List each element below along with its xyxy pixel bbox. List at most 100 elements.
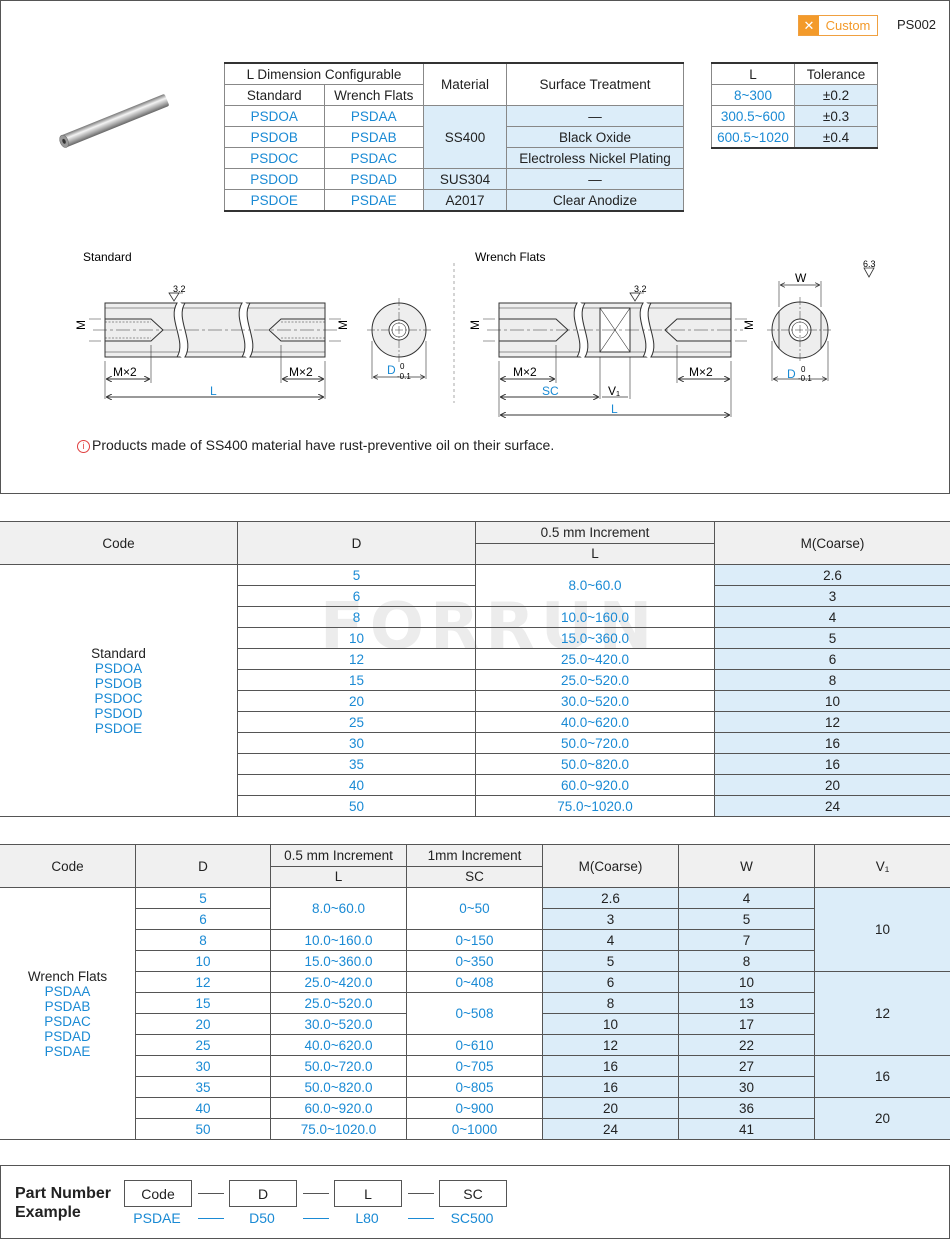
d-cell[interactable]: 8 — [135, 929, 271, 951]
l-cell[interactable]: 60.0~920.0 — [475, 774, 715, 796]
l-cell[interactable]: 50.0~720.0 — [270, 1055, 407, 1077]
table-row: 15 25.0~520.0 0~508 8 13 — [0, 992, 950, 1035]
code-group-label: Standard — [91, 645, 146, 661]
l-cell[interactable]: 25.0~420.0 — [475, 648, 715, 670]
v1-dim-label: V₁ — [608, 384, 620, 398]
sc-cell[interactable]: 0~508 — [406, 992, 543, 1035]
m-label: M — [468, 320, 482, 330]
table-row: 10 15.0~360.0 0~350 5 8 — [0, 950, 950, 972]
series-code-cell[interactable]: PSDAE — [323, 189, 424, 212]
d-cell[interactable]: 20 — [237, 690, 476, 712]
l-cell[interactable]: 60.0~920.0 — [270, 1097, 407, 1119]
d-cell[interactable]: 25 — [237, 711, 476, 733]
table-row: 8~300 ±0.2 — [711, 84, 878, 106]
l-cell[interactable]: 8.0~60.0 — [475, 564, 715, 607]
code-link[interactable]: PSDAD — [44, 1028, 91, 1044]
m-label: M — [742, 320, 756, 330]
series-code-cell[interactable]: PSDAD — [323, 168, 424, 190]
sc-cell[interactable]: 0~408 — [406, 971, 543, 993]
d-cell[interactable]: 6 — [237, 585, 476, 607]
roughness-label: 3.2 — [173, 284, 186, 294]
sc-cell[interactable]: 0~805 — [406, 1076, 543, 1098]
table-row: 300.5~600 ±0.3 — [711, 105, 878, 127]
l-cell[interactable]: 25.0~520.0 — [270, 992, 407, 1014]
material-cell: A2017 — [423, 189, 507, 212]
d-upper-tol: 0 — [400, 362, 405, 371]
code-link[interactable]: PSDAC — [44, 1013, 91, 1029]
table-row: PSDOA PSDAA SS400 — — [224, 105, 684, 169]
m-cell: 24 — [542, 1118, 679, 1140]
l-cell[interactable]: 40.0~620.0 — [475, 711, 715, 733]
d-cell[interactable]: 10 — [237, 627, 476, 649]
l-cell[interactable]: 25.0~420.0 — [270, 971, 407, 993]
series-code-cell[interactable]: PSDAA — [323, 105, 424, 127]
d-cell[interactable]: 10 — [135, 950, 271, 972]
d-cell[interactable]: 15 — [135, 992, 271, 1014]
code-link[interactable]: PSDAE — [44, 1043, 91, 1059]
l-cell[interactable]: 50.0~820.0 — [475, 753, 715, 775]
l-cell[interactable]: 40.0~620.0 — [270, 1034, 407, 1056]
d-cell[interactable]: 50 — [237, 795, 476, 817]
d-cell[interactable]: 30 — [135, 1055, 271, 1077]
m-cell: 3 — [542, 908, 679, 930]
l-cell[interactable]: 30.0~520.0 — [475, 690, 715, 712]
l-cell[interactable]: 50.0~720.0 — [475, 732, 715, 754]
l-cell[interactable]: 15.0~360.0 — [475, 627, 715, 649]
code-link[interactable]: PSDOD — [94, 705, 143, 721]
sc-cell[interactable]: 0~1000 — [406, 1118, 543, 1140]
d-cell[interactable]: 5 — [237, 564, 476, 586]
l-cell[interactable]: 50.0~820.0 — [270, 1076, 407, 1098]
sc-cell[interactable]: 0~610 — [406, 1034, 543, 1056]
sc-cell[interactable]: 0~900 — [406, 1097, 543, 1119]
tolerance-cell: ±0.2 — [794, 84, 878, 106]
d-cell[interactable]: 40 — [237, 774, 476, 796]
series-code-cell[interactable]: PSDOB — [224, 126, 325, 148]
series-code-cell[interactable]: PSDOE — [224, 189, 325, 212]
d-cell[interactable]: 35 — [135, 1076, 271, 1098]
l-cell[interactable]: 15.0~360.0 — [270, 950, 407, 972]
d-cell[interactable]: 8 — [237, 606, 476, 628]
d-cell[interactable]: 30 — [237, 732, 476, 754]
m-cell: 16 — [542, 1055, 679, 1077]
l-cell[interactable]: 10.0~160.0 — [270, 929, 407, 951]
d-cell[interactable]: 15 — [237, 669, 476, 691]
series-code-cell[interactable]: PSDAC — [323, 147, 424, 169]
d-cell[interactable]: 25 — [135, 1034, 271, 1056]
d-cell[interactable]: 12 — [237, 648, 476, 670]
d-upper-tol: 0 — [801, 365, 806, 374]
code-link[interactable]: PSDOB — [94, 675, 143, 691]
treatment-cell: — — [506, 168, 684, 190]
l-cell[interactable]: 10.0~160.0 — [475, 606, 715, 628]
l-cell[interactable]: 25.0~520.0 — [475, 669, 715, 691]
code-link[interactable]: PSDAA — [44, 983, 91, 999]
d-cell[interactable]: 50 — [135, 1118, 271, 1140]
series-code-cell[interactable]: PSDAB — [323, 126, 424, 148]
code-link[interactable]: PSDOC — [94, 690, 143, 706]
d-cell[interactable]: 20 — [135, 1013, 271, 1035]
l-cell[interactable]: 8.0~60.0 — [270, 887, 407, 930]
d-cell[interactable]: 12 — [135, 971, 271, 993]
table-row: Standard PSDOA PSDOB PSDOC PSDOD PSDOE 5… — [0, 564, 950, 817]
code-link[interactable]: PSDOE — [94, 720, 143, 736]
sc-cell[interactable]: 0~150 — [406, 929, 543, 951]
sc-cell[interactable]: 0~50 — [406, 887, 543, 930]
d-cell[interactable]: 6 — [135, 908, 271, 930]
series-code-cell[interactable]: PSDOD — [224, 168, 325, 190]
code-link[interactable]: PSDAB — [44, 998, 91, 1014]
l-cell[interactable]: 30.0~520.0 — [270, 1013, 407, 1035]
m-cell: 3 — [714, 585, 950, 607]
d-cell[interactable]: 35 — [237, 753, 476, 775]
w-dim-label: W — [795, 271, 807, 285]
roughness-label: 6.3 — [863, 259, 876, 269]
w-cell: 10 — [678, 971, 815, 993]
d-cell[interactable]: 40 — [135, 1097, 271, 1119]
custom-badge[interactable]: ✕ Custom — [798, 15, 878, 36]
d-cell[interactable]: 5 — [135, 887, 271, 909]
sc-cell[interactable]: 0~350 — [406, 950, 543, 972]
l-cell[interactable]: 75.0~1020.0 — [475, 795, 715, 817]
code-link[interactable]: PSDOA — [94, 660, 143, 676]
l-cell[interactable]: 75.0~1020.0 — [270, 1118, 407, 1140]
series-code-cell[interactable]: PSDOC — [224, 147, 325, 169]
sc-cell[interactable]: 0~705 — [406, 1055, 543, 1077]
series-code-cell[interactable]: PSDOA — [224, 105, 325, 127]
